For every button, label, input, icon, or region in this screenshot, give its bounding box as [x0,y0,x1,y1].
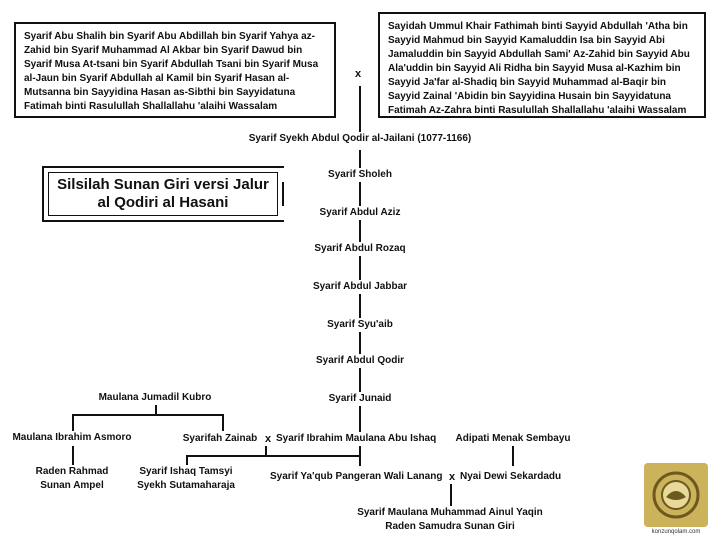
connector-zainab-down [265,446,267,456]
node-abdul-rozaq: Syarif Abdul Rozaq [280,242,440,256]
node-ishaq-tamsyi: Syarif Ishaq Tamsyi Syekh Sutamaharaja [126,465,246,493]
connector-ampel [72,446,74,466]
node-sunan-giri: Syarif Maulana Muhammad Ainul Yaqin Rade… [350,506,550,534]
marriage-symbol: x [355,68,362,80]
node-menak-sembayu: Adipati Menak Sembayu [446,432,580,446]
seal-icon [644,463,708,527]
node-ibrahim-asmoro: Maulana Ibrahim Asmoro [2,431,142,445]
connector-top [359,86,361,132]
marriage-symbol-yaqub: x [449,471,456,483]
connector-ishaq [186,455,188,466]
node-syuaib: Syarif Syu'aib [280,318,440,332]
node-yaqub: Syarif Ya'qub Pangeran Wali Lanang [270,470,443,484]
logo-caption: konzunqolam.com [651,529,701,535]
title-box: Silsilah Sunan Giri versi Jalur al Qodir… [42,166,284,222]
node-abdul-qodir: Syarif Abdul Qodir [280,354,440,368]
diagram-title: Silsilah Sunan Giri versi Jalur al Qodir… [48,172,278,216]
connector-children-branch [186,455,361,457]
node-abdul-jabbar: Syarif Abdul Jabbar [280,280,440,294]
node-ibrahim-abu-ishaq: Syarif Ibrahim Maulana Abu Ishaq [276,432,437,446]
paternal-ancestry-box: Syarif Abu Shalih bin Syarif Abu Abdilla… [14,22,336,118]
maternal-ancestry-box: Sayidah Ummul Khair Fathimah binti Sayyi… [378,12,706,118]
node-dewi-sekardadu: Nyai Dewi Sekardadu [460,470,562,484]
node-sholeh: Syarif Sholeh [280,168,440,182]
connector-jumadil-branch [72,414,224,416]
connector-zainab [222,414,224,431]
connector-jumadil [155,405,157,415]
node-junaid: Syarif Junaid [280,392,440,406]
node-syarifah-zainab: Syarifah Zainab [176,432,264,446]
site-logo-icon [644,463,708,527]
connector-sunan-giri [450,484,452,506]
node-abdul-qodir-jailani: Syarif Syekh Abdul Qodir al-Jailani (107… [210,132,510,146]
connector-asmoro [72,414,74,431]
connector-menak [512,446,514,466]
node-jumadil-kubro: Maulana Jumadil Kubro [80,391,230,405]
marriage-symbol-zainab: x [265,433,272,445]
node-sunan-ampel: Raden Rahmad Sunan Ampel [12,465,132,493]
node-abdul-aziz: Syarif Abdul Aziz [280,206,440,220]
